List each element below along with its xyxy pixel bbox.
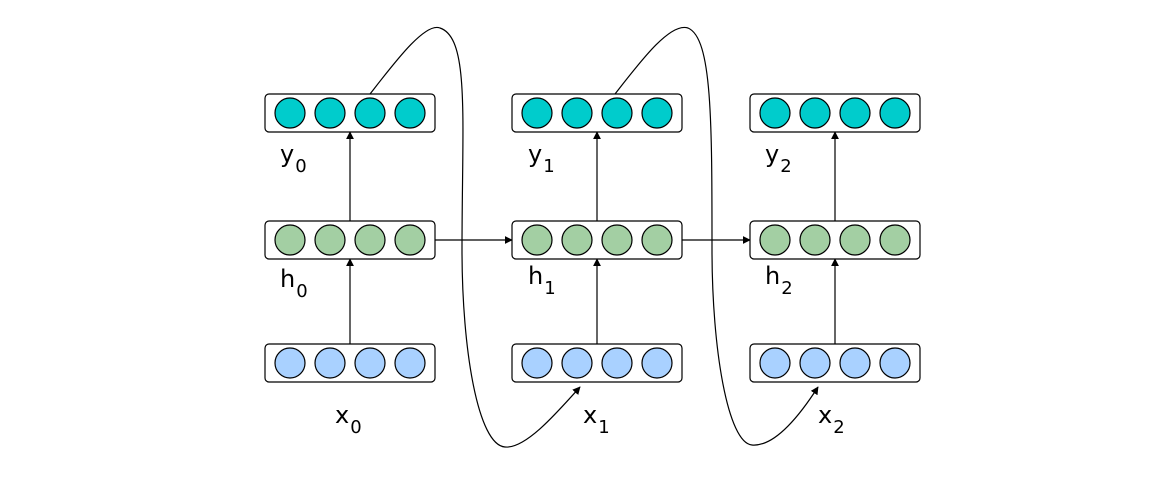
- input-unit-0-1: [314, 347, 346, 379]
- output-unit-2-0: [759, 97, 791, 129]
- input-units-x2: [759, 347, 911, 379]
- hidden-layer-h2-box: [749, 220, 921, 260]
- output-unit-2-2: [839, 97, 871, 129]
- input-unit-1-0: [521, 347, 553, 379]
- input-label-x2: x2: [818, 401, 845, 438]
- arrow-feedback-y1-to-x2: [614, 26, 819, 446]
- output-units-y2: [759, 97, 911, 129]
- input-unit-0-2: [354, 347, 386, 379]
- hidden-unit-2-3: [879, 224, 911, 256]
- hidden-layer-h0-box: [264, 220, 436, 260]
- hidden-unit-2-1: [799, 224, 831, 256]
- hidden-label-h0: h0: [280, 265, 308, 302]
- output-unit-1-2: [601, 97, 633, 129]
- output-unit-1-0: [521, 97, 553, 129]
- hidden-unit-1-3: [641, 224, 673, 256]
- input-unit-2-0: [759, 347, 791, 379]
- hidden-unit-0-3: [394, 224, 426, 256]
- output-unit-2-1: [799, 97, 831, 129]
- output-unit-0-2: [354, 97, 386, 129]
- timestep-2: y2 h2 x2: [749, 93, 921, 438]
- output-unit-0-3: [394, 97, 426, 129]
- output-units-y0: [274, 97, 426, 129]
- input-unit-2-2: [839, 347, 871, 379]
- hidden-unit-0-2: [354, 224, 386, 256]
- connections-layer: [346, 26, 839, 448]
- output-units-y1: [521, 97, 673, 129]
- input-unit-1-3: [641, 347, 673, 379]
- output-unit-1-1: [561, 97, 593, 129]
- input-layer-x1: x1: [511, 343, 683, 438]
- input-unit-1-1: [561, 347, 593, 379]
- input-units-x1: [521, 347, 673, 379]
- hidden-units-h1: [521, 224, 673, 256]
- input-unit-0-3: [394, 347, 426, 379]
- input-layer-x2-box: [749, 343, 921, 383]
- hidden-units-h0: [274, 224, 426, 256]
- output-unit-0-1: [314, 97, 346, 129]
- hidden-layer-h2: h2: [749, 220, 921, 299]
- arrow-feedback-y0-to-x1: [369, 26, 581, 448]
- input-layer-x1-box: [511, 343, 683, 383]
- output-layer-y0-box: [264, 93, 436, 133]
- hidden-unit-1-1: [561, 224, 593, 256]
- input-units-x0: [274, 347, 426, 379]
- output-label-y1: y1: [528, 140, 555, 177]
- hidden-layer-h1-box: [511, 220, 683, 260]
- timestep-1: y1 h1 x1: [511, 93, 683, 438]
- input-label-x0: x0: [335, 401, 362, 438]
- output-label-y2: y2: [765, 140, 792, 177]
- input-layer-x0: x0: [264, 343, 436, 438]
- input-unit-0-0: [274, 347, 306, 379]
- input-unit-2-1: [799, 347, 831, 379]
- hidden-unit-1-0: [521, 224, 553, 256]
- output-layer-y0: y0: [264, 93, 436, 177]
- output-layer-y2-box: [749, 93, 921, 133]
- output-label-y0: y0: [280, 140, 307, 177]
- input-layer-x2: x2: [749, 343, 921, 438]
- input-label-x1: x1: [583, 401, 610, 438]
- hidden-layer-h1: h1: [511, 220, 683, 299]
- hidden-unit-2-0: [759, 224, 791, 256]
- hidden-units-h2: [759, 224, 911, 256]
- hidden-unit-0-0: [274, 224, 306, 256]
- output-unit-2-3: [879, 97, 911, 129]
- output-layer-y1: y1: [511, 93, 683, 177]
- output-layer-y2: y2: [749, 93, 921, 177]
- hidden-label-h2: h2: [765, 262, 793, 299]
- hidden-unit-0-1: [314, 224, 346, 256]
- hidden-layer-h0: h0: [264, 220, 436, 302]
- output-unit-1-3: [641, 97, 673, 129]
- input-unit-2-3: [879, 347, 911, 379]
- output-layer-y1-box: [511, 93, 683, 133]
- timestep-0: y0 h0 x0: [264, 93, 436, 438]
- hidden-label-h1: h1: [528, 262, 556, 299]
- input-layer-x0-box: [264, 343, 436, 383]
- hidden-unit-2-2: [839, 224, 871, 256]
- input-unit-1-2: [601, 347, 633, 379]
- hidden-unit-1-2: [601, 224, 633, 256]
- output-unit-0-0: [274, 97, 306, 129]
